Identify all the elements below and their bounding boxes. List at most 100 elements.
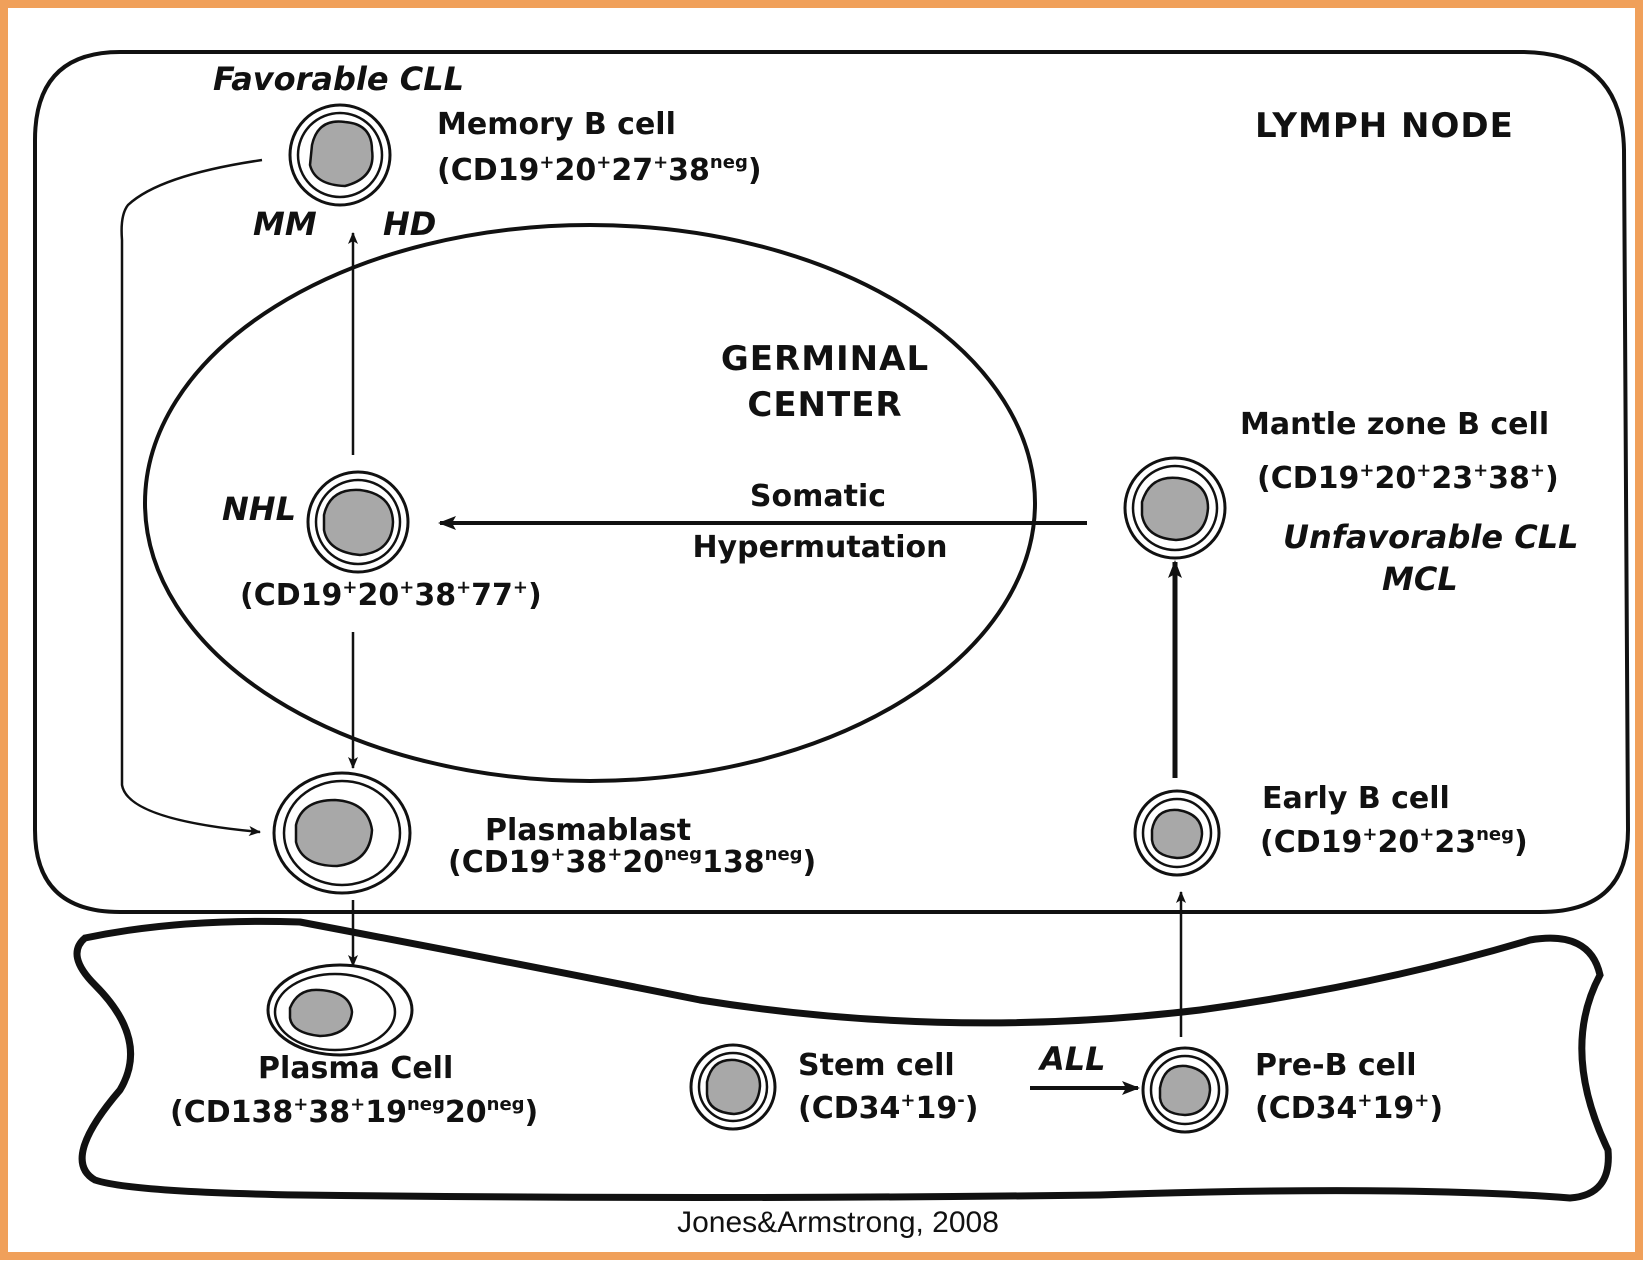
nhl-label: NHL bbox=[222, 490, 296, 528]
marker-superscript: + bbox=[1362, 824, 1377, 845]
marker-text: ) bbox=[525, 1095, 539, 1130]
stem-cell-markers: (CD34+19-) bbox=[798, 1090, 978, 1126]
marker-superscript: + bbox=[653, 152, 668, 173]
marker-superscript: neg bbox=[710, 152, 748, 173]
memory-b-cell-icon bbox=[288, 103, 392, 207]
marker-superscript: + bbox=[350, 1094, 365, 1115]
marker-superscript: + bbox=[596, 152, 611, 173]
marker-superscript: - bbox=[957, 1090, 964, 1111]
marker-superscript: + bbox=[1419, 824, 1434, 845]
hd-label: HD bbox=[383, 205, 436, 243]
marker-text: ) bbox=[1429, 1091, 1443, 1126]
marker-superscript: neg bbox=[1476, 824, 1514, 845]
early-b-cell-name: Early B cell bbox=[1262, 781, 1450, 816]
marker-text: 23 bbox=[1431, 461, 1473, 496]
marker-text: 20 bbox=[1374, 461, 1416, 496]
marker-text: (CD34 bbox=[798, 1091, 900, 1126]
marker-text: 19 bbox=[1372, 1091, 1414, 1126]
marker-superscript: + bbox=[1359, 460, 1374, 481]
marker-text: 19 bbox=[365, 1095, 407, 1130]
marker-text: ) bbox=[1545, 461, 1559, 496]
marker-superscript: + bbox=[399, 577, 414, 598]
marker-superscript: + bbox=[293, 1094, 308, 1115]
marker-superscript: + bbox=[513, 577, 528, 598]
mcl-label: MCL bbox=[1382, 560, 1458, 598]
memory-b-cell-markers: (CD19+20+27+38neg) bbox=[437, 152, 762, 188]
marker-text: (CD138 bbox=[170, 1095, 293, 1130]
marker-text: (CD34 bbox=[1255, 1091, 1357, 1126]
marker-superscript: + bbox=[900, 1090, 915, 1111]
germinal-b-cell-markers: (CD19+20+38+77+) bbox=[240, 577, 542, 613]
plasma-cell-name: Plasma Cell bbox=[258, 1051, 453, 1086]
marker-superscript: + bbox=[1530, 460, 1545, 481]
marker-superscript: + bbox=[1414, 1090, 1429, 1111]
stem-cell-name: Stem cell bbox=[798, 1048, 955, 1083]
bone-marrow-region bbox=[73, 917, 1612, 1202]
plasma-cell-markers: (CD138+38+19neg20neg) bbox=[170, 1094, 538, 1130]
marker-superscript: + bbox=[1357, 1090, 1372, 1111]
marker-text: 38 bbox=[565, 845, 607, 880]
germinal-center-label-line1: GERMINAL bbox=[721, 339, 929, 379]
marker-text: ) bbox=[528, 578, 542, 613]
memory-b-cell-name: Memory B cell bbox=[437, 107, 676, 142]
marker-text: 20 bbox=[357, 578, 399, 613]
mantle-zone-b-cell-markers: (CD19+20+23+38+) bbox=[1257, 460, 1559, 496]
marker-text: 38 bbox=[308, 1095, 350, 1130]
pre-b-cell-markers: (CD34+19+) bbox=[1255, 1090, 1443, 1126]
all-label: ALL bbox=[1037, 1040, 1106, 1078]
unfavorable-cll-label: Unfavorable CLL bbox=[1283, 518, 1578, 556]
marker-text: ) bbox=[748, 153, 762, 188]
marker-text: 138 bbox=[702, 845, 765, 880]
marker-text: ) bbox=[1514, 825, 1528, 860]
plasmablast-markers: (CD19+38+20neg138neg) bbox=[448, 844, 816, 880]
marker-superscript: neg bbox=[407, 1094, 445, 1115]
marker-text: 20 bbox=[445, 1095, 487, 1130]
marker-superscript: + bbox=[607, 844, 622, 865]
early-b-cell-markers: (CD19+20+23neg) bbox=[1260, 824, 1528, 860]
marker-text: (CD19 bbox=[240, 578, 342, 613]
marker-superscript: + bbox=[1473, 460, 1488, 481]
somatic-hypermutation-line2: Hypermutation bbox=[692, 530, 947, 565]
citation: Jones&Armstrong, 2008 bbox=[677, 1206, 999, 1239]
marker-text: 23 bbox=[1434, 825, 1476, 860]
marker-text: 20 bbox=[1377, 825, 1419, 860]
marker-text: 38 bbox=[414, 578, 456, 613]
plasmablast-name: Plasmablast bbox=[485, 813, 691, 848]
marker-superscript: + bbox=[456, 577, 471, 598]
plasmablast-cell-icon bbox=[272, 771, 412, 895]
marker-text: (CD19 bbox=[437, 153, 539, 188]
marker-superscript: + bbox=[550, 844, 565, 865]
marker-superscript: neg bbox=[664, 844, 702, 865]
marker-text: 27 bbox=[611, 153, 653, 188]
mm-label: MM bbox=[253, 205, 317, 243]
marker-superscript: + bbox=[342, 577, 357, 598]
marker-superscript: neg bbox=[487, 1094, 525, 1115]
stem-cell-icon bbox=[689, 1043, 777, 1131]
favorable-cll-label: Favorable CLL bbox=[213, 60, 464, 98]
germinal-center-region bbox=[143, 223, 1037, 783]
marker-text: 38 bbox=[1488, 461, 1530, 496]
germinal-b-cell-icon bbox=[306, 470, 410, 574]
somatic-hypermutation-line1: Somatic bbox=[750, 479, 886, 514]
mantle-zone-b-cell-name: Mantle zone B cell bbox=[1240, 407, 1549, 442]
marker-text: 19 bbox=[915, 1091, 957, 1126]
marker-text: 20 bbox=[622, 845, 664, 880]
marker-text: (CD19 bbox=[1257, 461, 1359, 496]
marker-text: 38 bbox=[668, 153, 710, 188]
marker-text: 20 bbox=[554, 153, 596, 188]
lymph-node-label: LYMPH NODE bbox=[1255, 106, 1514, 146]
germinal-center-label-line2: CENTER bbox=[747, 385, 902, 425]
marker-text: (CD19 bbox=[1260, 825, 1362, 860]
arrow-memory-to-plasmablast bbox=[120, 158, 263, 836]
marker-text: (CD19 bbox=[448, 845, 550, 880]
plasma-cell-icon bbox=[266, 963, 414, 1057]
marker-text: 77 bbox=[471, 578, 513, 613]
mantle-zone-b-cell-icon bbox=[1123, 456, 1227, 560]
pre-b-cell-name: Pre-B cell bbox=[1255, 1048, 1417, 1083]
marker-superscript: + bbox=[539, 152, 554, 173]
marker-text: ) bbox=[803, 845, 817, 880]
pre-b-cell-icon bbox=[1141, 1046, 1229, 1134]
